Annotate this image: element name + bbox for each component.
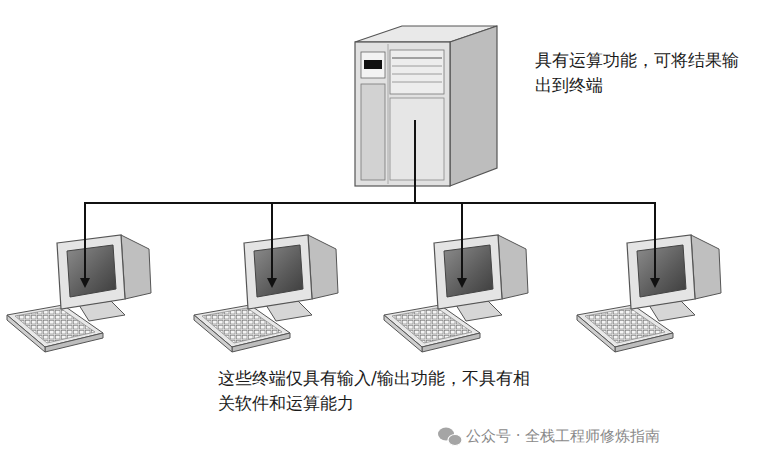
watermark: 公众号 · 全栈工程师修炼指南 [466,426,660,448]
terminal-note: 这些终端仅具有输入/输出功能，不具有相关软件和运算能力 [218,366,544,415]
server-note: 具有运算功能，可将结果输出到终端 [535,48,749,97]
